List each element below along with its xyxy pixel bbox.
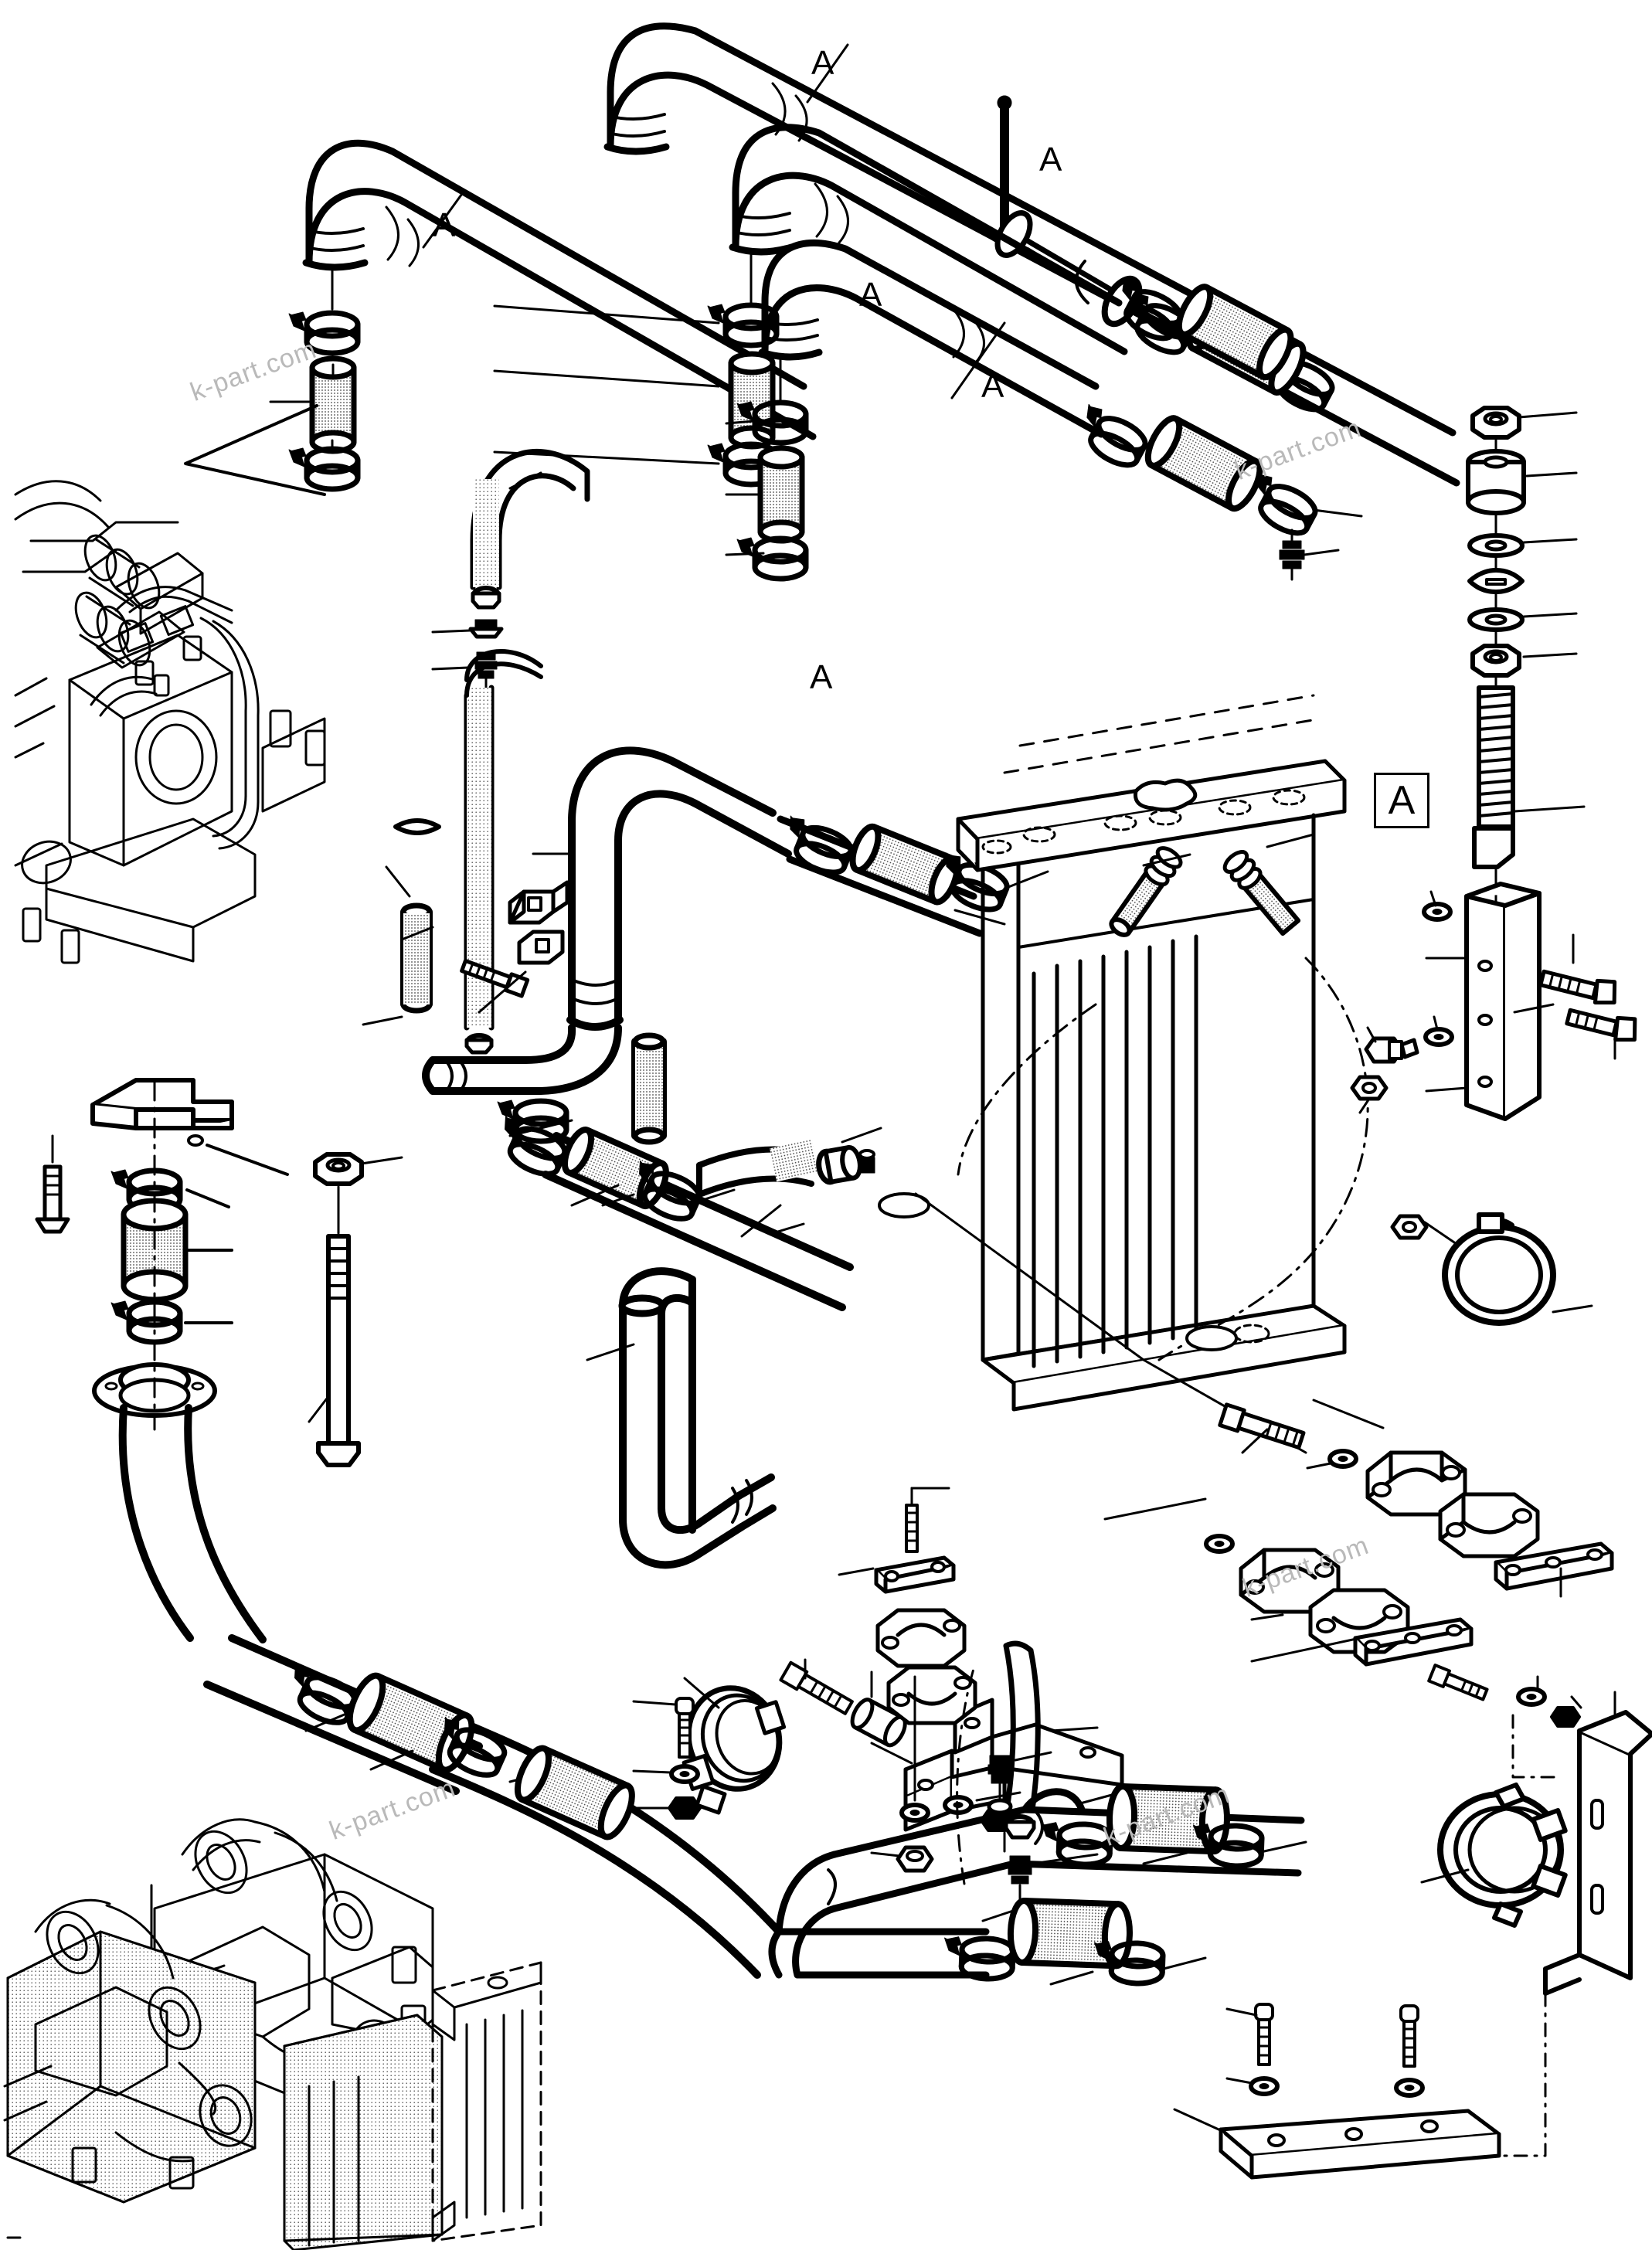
- engine-view-top-left: [14, 480, 326, 966]
- section-label-a-1: A: [811, 44, 834, 82]
- section-label-a-6: A: [810, 658, 833, 696]
- detail-view-label-a: A: [1374, 773, 1429, 828]
- section-label-a-4: A: [859, 276, 882, 314]
- section-label-a-2: A: [1039, 141, 1062, 178]
- section-label-a-3: A: [433, 206, 456, 244]
- engine-view-bottom-left: [3, 1818, 542, 2250]
- section-label-a-5: A: [981, 367, 1004, 405]
